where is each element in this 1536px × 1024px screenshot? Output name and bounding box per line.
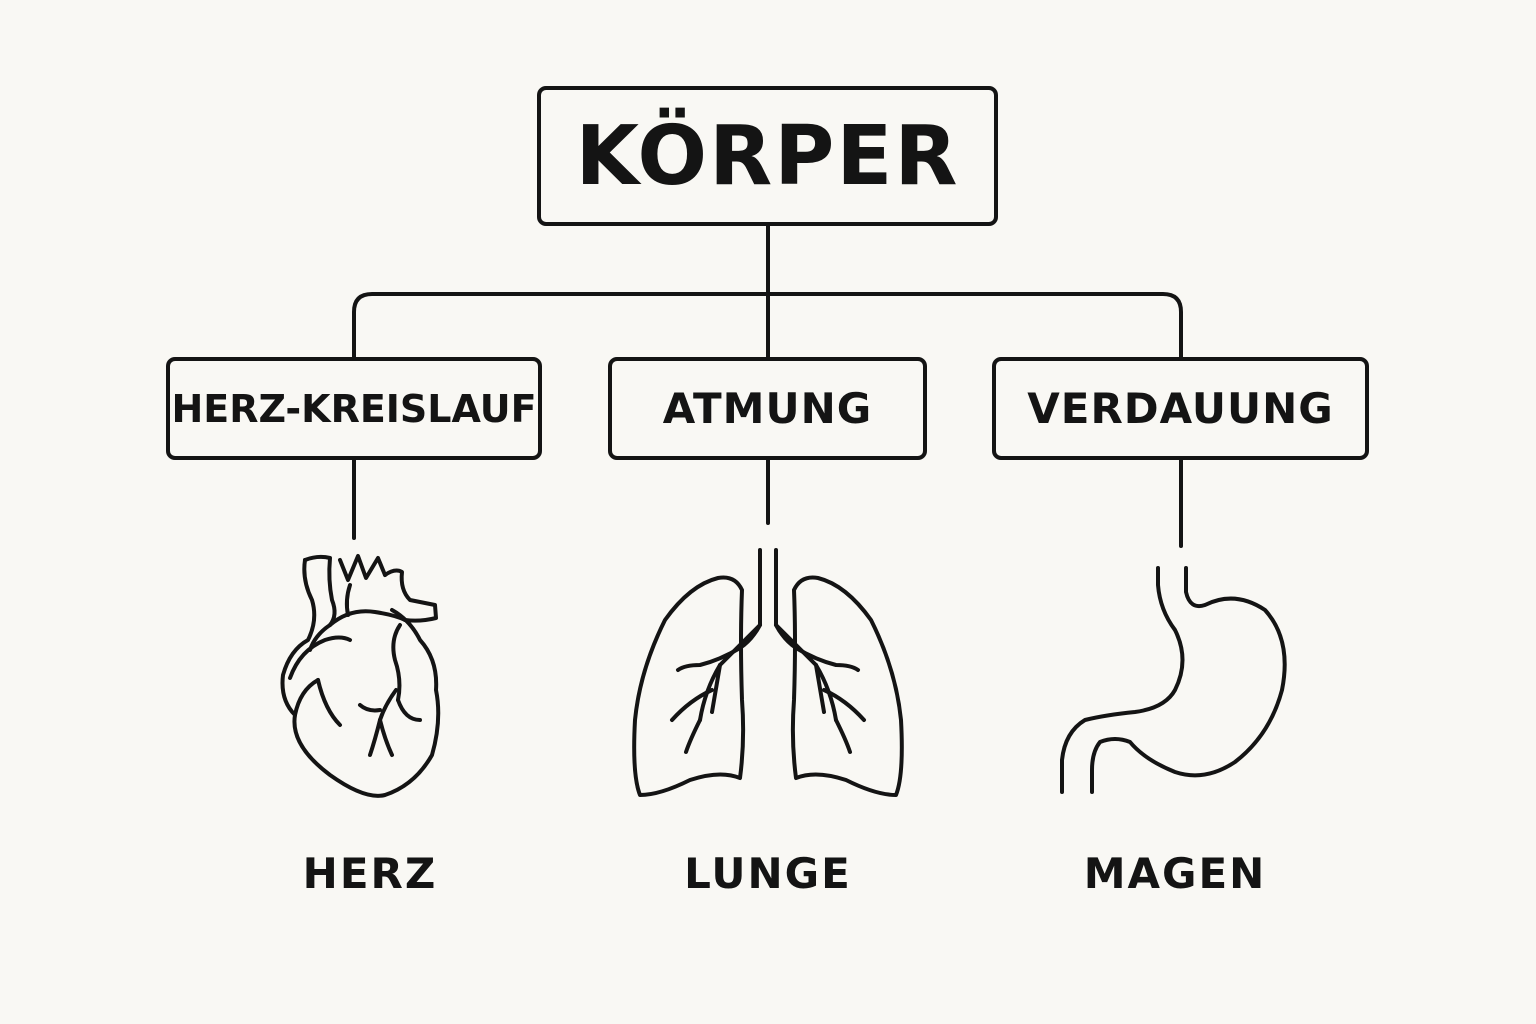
organ-label-lunge: LUNGE — [684, 849, 852, 898]
category-label: ATMUNG — [662, 384, 873, 433]
root-label: KÖRPER — [575, 108, 960, 204]
root-node: KÖRPER — [537, 86, 998, 226]
category-verdauung: VERDAUUNG — [992, 357, 1369, 460]
lungs-icon — [632, 548, 904, 797]
heart-icon — [280, 554, 441, 798]
organ-label-magen: MAGEN — [1083, 849, 1267, 898]
category-label: VERDAUUNG — [1027, 384, 1334, 433]
organ-label-herz: HERZ — [302, 849, 438, 898]
category-atmung: ATMUNG — [608, 357, 927, 460]
branch-bar — [352, 292, 1183, 359]
category-herz-kreislauf: HERZ-KREISLAUF — [166, 357, 542, 460]
category-label: HERZ-KREISLAUF — [171, 386, 537, 431]
stomach-icon — [1060, 566, 1287, 794]
